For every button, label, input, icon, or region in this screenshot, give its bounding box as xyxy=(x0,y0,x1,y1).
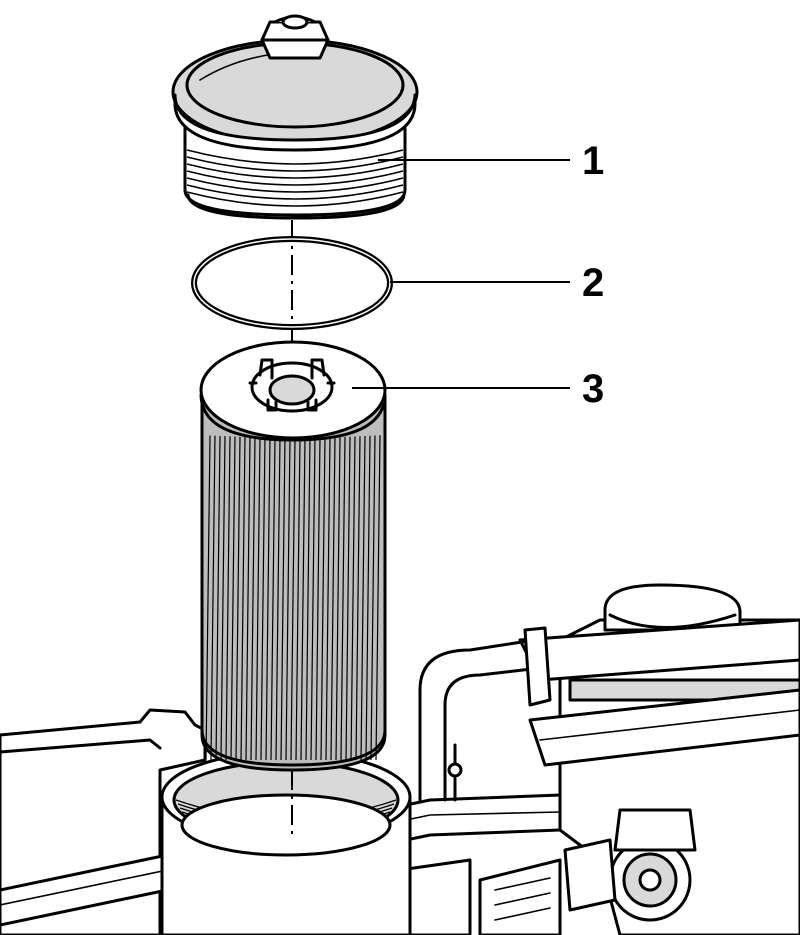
callout-number-2: 2 xyxy=(582,261,604,305)
filter-housing-bore xyxy=(160,750,412,935)
callout-number-3: 3 xyxy=(582,367,604,411)
callout-3: 3 xyxy=(352,367,604,411)
filter-element xyxy=(199,340,387,772)
sensor-plug xyxy=(478,808,697,935)
filter-housing-cap xyxy=(171,14,419,220)
callout-2: 2 xyxy=(390,261,604,305)
engine-background xyxy=(0,583,800,935)
callout-1: 1 xyxy=(378,139,604,183)
callout-number-1: 1 xyxy=(582,139,604,183)
